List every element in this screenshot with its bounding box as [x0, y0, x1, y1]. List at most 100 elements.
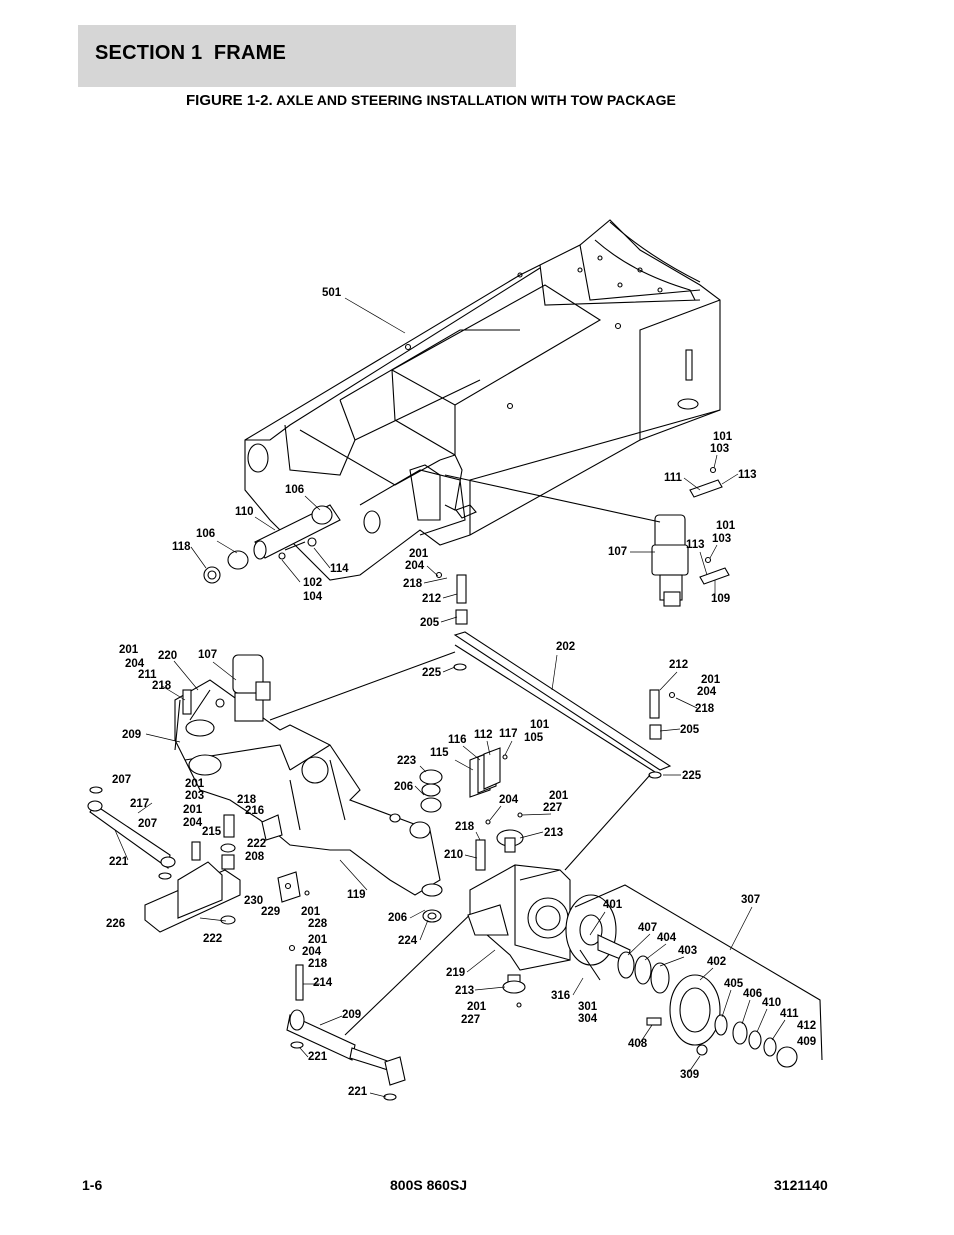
part-label: 103 [710, 443, 729, 455]
section-title: SECTION 1 FRAME [95, 42, 286, 64]
part-label: 223 [397, 755, 416, 767]
part-label: 411 [780, 1008, 799, 1020]
part-label: 113 [686, 539, 705, 551]
part-label: 205 [420, 617, 440, 629]
part-label: 201 [467, 1001, 487, 1013]
tow-bar-assembly [87, 786, 310, 933]
part-label: 222 [203, 933, 222, 945]
pivot-pin-assembly [203, 504, 341, 584]
part-label: 204 [697, 686, 717, 698]
part-label: 201 [701, 674, 721, 686]
part-label: 109 [711, 593, 730, 605]
part-label: 212 [422, 593, 441, 605]
part-label: 217 [130, 798, 149, 810]
part-label: 412 [797, 1020, 816, 1032]
part-label: 212 [669, 659, 688, 671]
part-label: 410 [762, 997, 781, 1009]
part-label: 119 [347, 889, 366, 901]
part-label: 118 [172, 541, 191, 553]
part-label: 307 [741, 894, 760, 906]
part-label: 116 [448, 734, 467, 746]
part-label: 218 [455, 821, 475, 833]
part-label: 227 [461, 1014, 480, 1026]
part-label: 101 [530, 719, 550, 731]
part-label: 225 [422, 667, 442, 679]
part-label: 221 [308, 1051, 328, 1063]
figure-caption: AXLE AND STEERING INSTALLATION WITH TOW … [276, 92, 676, 108]
part-label: 208 [245, 851, 265, 863]
part-label: 224 [398, 935, 418, 947]
part-label: 110 [235, 506, 254, 518]
part-label: 301 [578, 1001, 598, 1013]
part-label: 404 [657, 932, 677, 944]
steering-cylinder-top [444, 466, 730, 607]
part-label: 228 [308, 918, 328, 930]
part-label: 203 [185, 790, 204, 802]
part-label: 220 [158, 650, 177, 662]
part-label: 211 [138, 669, 157, 681]
part-label: 111 [664, 472, 683, 484]
figure-number: FIGURE 1-2. [186, 92, 273, 109]
part-label: 227 [543, 802, 562, 814]
part-label: 113 [738, 469, 757, 481]
part-label: 316 [551, 990, 570, 1002]
part-label: 107 [608, 546, 627, 558]
part-label: 229 [261, 906, 280, 918]
part-label: 102 [303, 577, 322, 589]
part-label: 204 [405, 560, 425, 572]
part-label: 309 [680, 1069, 699, 1081]
part-label: 112 [474, 729, 493, 741]
part-label: 107 [198, 649, 217, 661]
part-label: 218 [695, 703, 715, 715]
part-label-group: 501 101 103 113 111 107 101 103 113 109 … [106, 287, 816, 1098]
wheel-hub-assembly [565, 884, 823, 1068]
part-label: 225 [682, 770, 702, 782]
part-label: 209 [122, 729, 141, 741]
part-label: 403 [678, 945, 697, 957]
part-label: 226 [106, 918, 125, 930]
part-label: 106 [285, 484, 304, 496]
part-label: 221 [348, 1086, 368, 1098]
part-label: 218 [308, 958, 328, 970]
model-name: 800S 860SJ [390, 1177, 468, 1193]
part-label: 101 [716, 520, 736, 532]
part-label: 219 [446, 967, 465, 979]
page-number: 1-6 [82, 1177, 103, 1193]
part-label: 202 [556, 641, 575, 653]
part-label: 201 [183, 804, 203, 816]
part-label: 407 [638, 922, 657, 934]
part-label: 204 [302, 946, 322, 958]
part-label: 117 [499, 728, 518, 740]
part-label: 206 [388, 912, 407, 924]
axle-assembly [435, 571, 676, 779]
part-label: 209 [342, 1009, 361, 1021]
part-label: 103 [712, 533, 731, 545]
part-label: 210 [444, 849, 463, 861]
document-number: 3121140 [774, 1177, 828, 1193]
part-label: 406 [743, 988, 762, 1000]
part-label: 206 [394, 781, 413, 793]
lower-steering-cylinder [286, 904, 481, 1101]
part-label: 201 [409, 548, 429, 560]
part-label: 104 [303, 591, 323, 603]
part-label: 204 [183, 817, 203, 829]
part-label: 213 [544, 827, 563, 839]
part-label: 222 [247, 838, 266, 850]
part-label: 204 [499, 794, 519, 806]
part-label: 402 [707, 956, 726, 968]
part-label: 201 [308, 934, 328, 946]
part-label: 230 [244, 895, 263, 907]
part-label: 201 [119, 644, 139, 656]
part-label: 304 [578, 1013, 598, 1025]
figure-title: FIGURE 1-2. AXLE AND STEERING INSTALLATI… [186, 92, 676, 109]
part-label: 409 [797, 1036, 816, 1048]
section-banner: SECTION 1 FRAME [78, 25, 516, 87]
part-label: 204 [125, 658, 145, 670]
part-label: 401 [603, 899, 623, 911]
part-label: 205 [680, 724, 700, 736]
part-label: 405 [724, 978, 744, 990]
part-label: 201 [301, 906, 321, 918]
steering-axle-assembly [174, 651, 456, 923]
